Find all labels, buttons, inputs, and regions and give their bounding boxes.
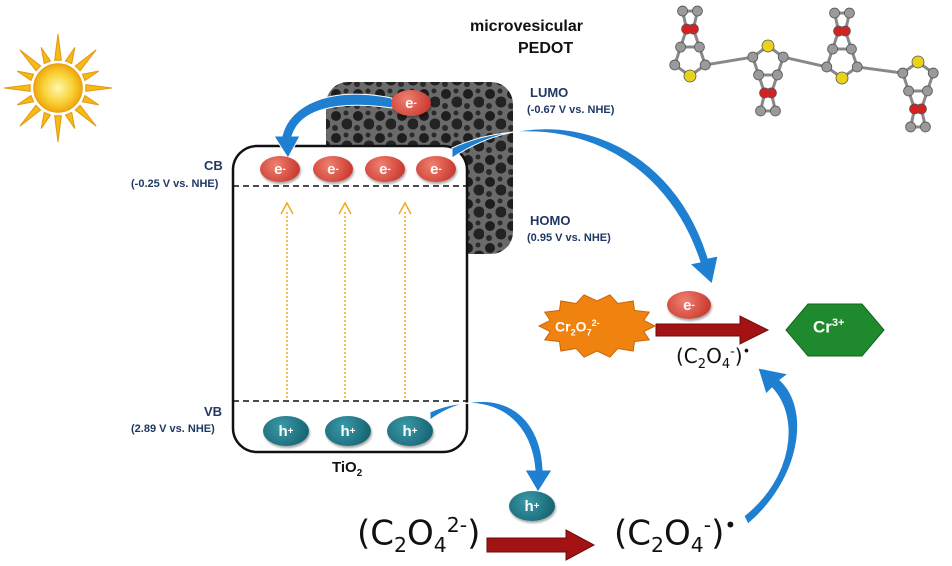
dichromate-badge [537, 294, 657, 358]
arrow-oxalate-oxidation [486, 529, 596, 561]
electron-particle: e- [416, 156, 456, 182]
electron-particle: e- [260, 156, 300, 182]
lumo-potential: (-0.67 V vs. NHE) [527, 104, 615, 116]
dichromate-label: Cr2O72- [555, 318, 600, 338]
pedot-title-line2: PEDOT [518, 40, 574, 57]
excitation-arrows [280, 201, 412, 398]
vb-potential: (2.89 V vs. NHE) [131, 423, 215, 435]
homo-potential: (0.95 V vs. NHE) [527, 232, 611, 244]
arrow-pedot-to-tio2 [273, 93, 393, 159]
lumo-label: LUMO [530, 85, 569, 100]
electron-particle: e- [313, 156, 353, 182]
cb-potential: (-0.25 V vs. NHE) [131, 178, 219, 190]
hole-particle: h+ [325, 416, 371, 446]
electron-particle: e- [667, 291, 711, 319]
cb-label: CB [204, 158, 223, 173]
pedot-title-line1: microvesicular [470, 18, 583, 35]
tio2-box [231, 144, 469, 454]
tio2-label: TiO2 [332, 459, 363, 479]
arrow-cr-reduction [655, 315, 770, 345]
arrow-cb-to-cr [451, 128, 719, 285]
chromium3-label: Cr3+ [813, 317, 845, 337]
oxalate-radical-label: (C2O4-)• [614, 513, 737, 558]
oxalate-radical-small: (C2O4-)• [676, 344, 751, 372]
homo-label: HOMO [530, 213, 571, 228]
pedot-molecule [669, 5, 939, 133]
arrow-vb-to-hole [429, 400, 553, 493]
electron-particle: e- [365, 156, 405, 182]
oxalate-label: (C2O42-) [357, 513, 481, 558]
hole-particle: h+ [509, 491, 555, 521]
arrow-radical-to-cr [743, 367, 799, 525]
electron-particle: e- [391, 90, 431, 116]
sun-icon [3, 33, 113, 143]
hole-particle: h+ [387, 416, 433, 446]
vb-label: VB [204, 404, 223, 419]
hole-particle: h+ [263, 416, 309, 446]
chromium3-badge [785, 303, 885, 357]
